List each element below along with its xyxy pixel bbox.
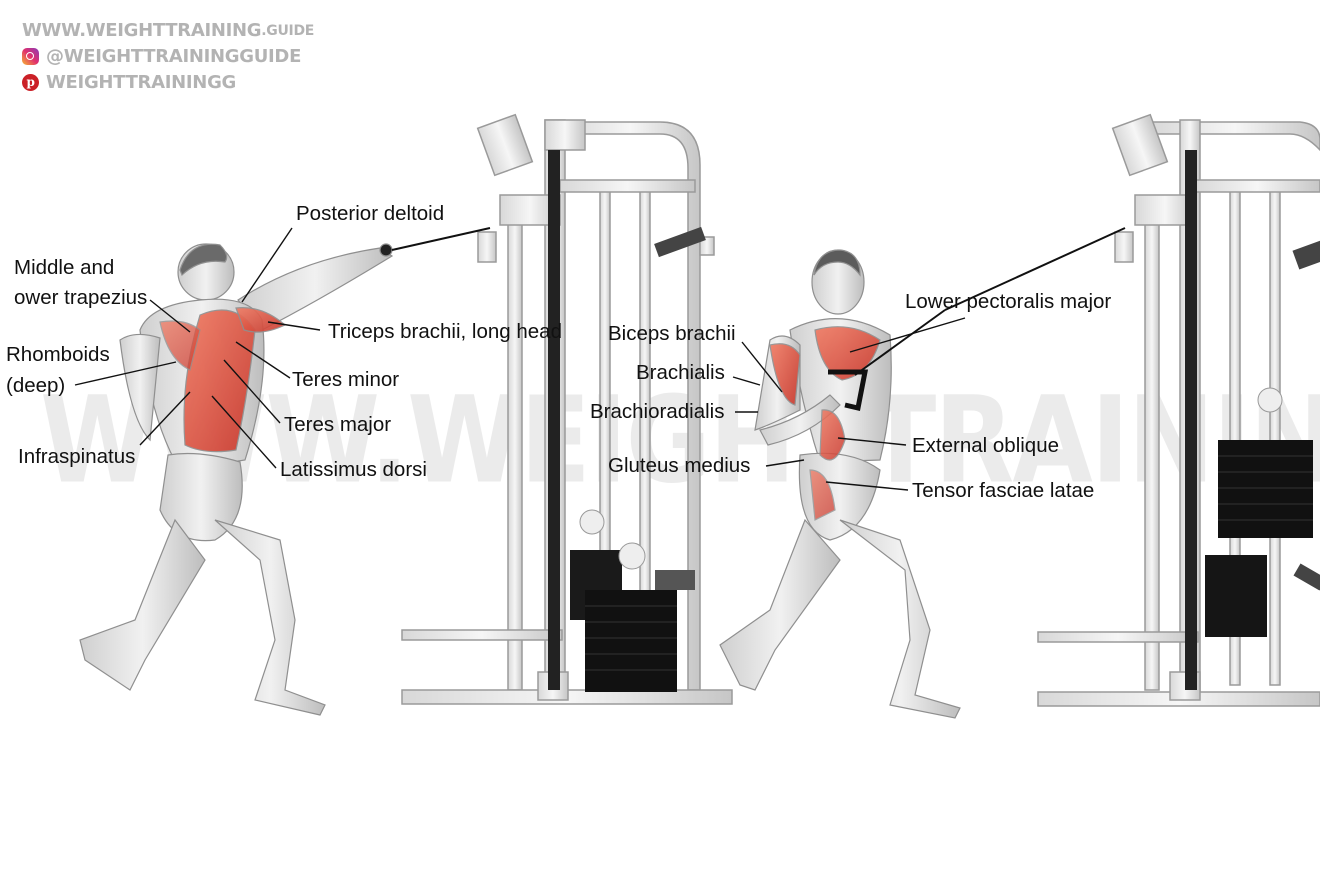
label-infraspinatus: Infraspinatus	[18, 445, 136, 468]
label-gluteus-medius: Gluteus medius	[608, 454, 751, 477]
cable-right	[944, 227, 1126, 311]
label-teres-major: Teres major	[284, 413, 392, 436]
instagram-brand[interactable]: @WEIGHTTRAININGGUIDE	[22, 46, 301, 67]
label-middle-trapezius-1: Middle and	[14, 256, 115, 279]
label-tensor-fasciae: Tensor fasciae latae	[912, 479, 1095, 502]
label-latissimus: Latissimus dorsi	[280, 458, 427, 481]
instagram-icon	[22, 48, 39, 65]
label-rhomboids-1: Rhomboids	[6, 343, 110, 366]
label-lower-pectoralis: Lower pectoralis major	[905, 290, 1112, 313]
figure-back-view	[79, 243, 394, 716]
label-brachialis: Brachialis	[636, 361, 725, 384]
label-rhomboids-2: (deep)	[6, 374, 66, 397]
label-triceps: Triceps brachii, long head	[328, 320, 562, 343]
website-brand[interactable]: WWW.WEIGHTTRAINING.GUIDE	[22, 20, 314, 41]
label-brachioradialis: Brachioradialis	[590, 400, 725, 423]
website-suffix: .GUIDE	[261, 22, 315, 39]
weight-stack-right	[1205, 240, 1320, 637]
pinterest-handle: WEIGHTTRAININGG	[46, 72, 237, 93]
pinterest-brand[interactable]: p WEIGHTTRAININGG	[22, 72, 236, 93]
weight-rail-left	[548, 150, 560, 690]
website-text: WWW.WEIGHTTRAINING	[22, 20, 262, 41]
label-middle-trapezius-2: ower trapezius	[14, 286, 148, 309]
figure-front-view	[719, 249, 961, 719]
label-external-oblique: External oblique	[912, 434, 1060, 457]
weight-stack-left	[570, 226, 706, 692]
label-leader-lines	[74, 227, 966, 491]
pinterest-icon: p	[22, 74, 39, 91]
label-posterior-deltoid: Posterior deltoid	[296, 202, 445, 225]
weight-rail-right	[1185, 150, 1197, 690]
label-teres-minor: Teres minor	[292, 368, 400, 391]
cable-machine-right	[1037, 113, 1320, 707]
cable-left	[391, 227, 491, 251]
instagram-handle: @WEIGHTTRAININGGUIDE	[46, 46, 302, 67]
label-biceps: Biceps brachii	[608, 322, 736, 345]
